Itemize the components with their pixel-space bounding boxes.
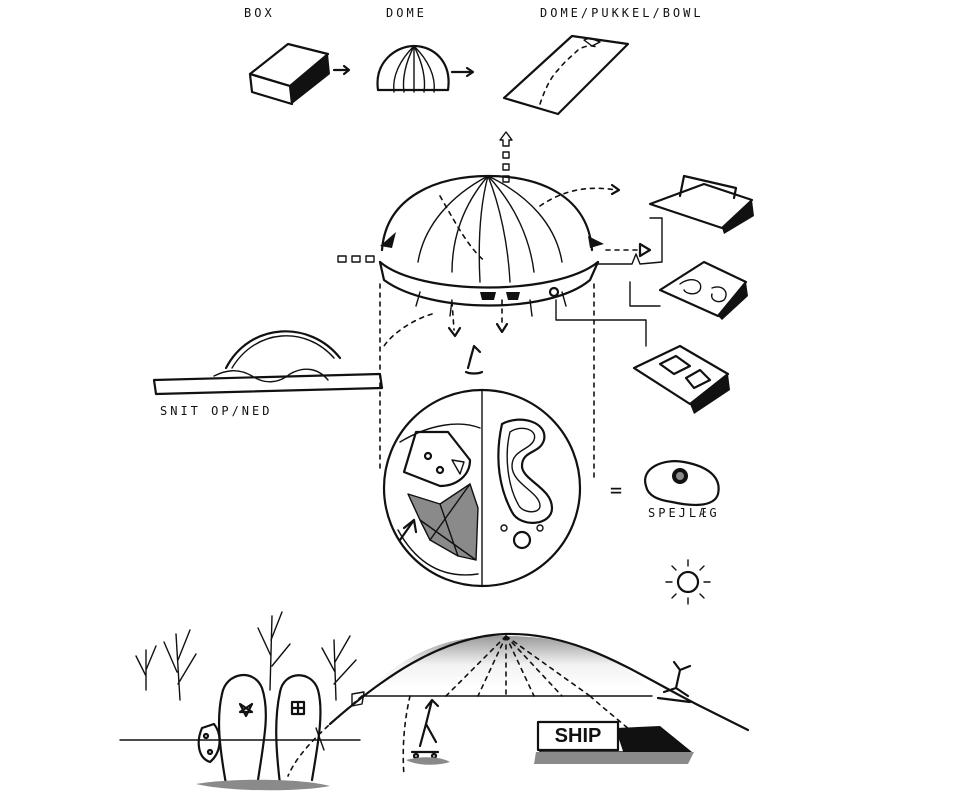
hill-scene [287, 632, 750, 777]
connector-line-mid [629, 281, 661, 307]
ship-sign: SHIP [536, 720, 620, 752]
up-arrow-icon [499, 131, 513, 183]
ledge-module [632, 344, 730, 414]
skater-figure-small [464, 344, 484, 375]
section-drawing [152, 330, 384, 396]
equals-sign: = [610, 478, 623, 502]
people-group [196, 673, 365, 791]
skater-figure-slope [656, 660, 692, 704]
connector-line-top [595, 217, 663, 265]
sign-text: SHIP [555, 725, 602, 747]
label-dome: DOME [386, 6, 427, 20]
label-dome-hill-bowl: DOME/PUKKEL/BOWL [540, 6, 704, 20]
bowl-module [658, 260, 748, 320]
central-dome [337, 174, 652, 347]
sun-icon [665, 559, 711, 605]
connector-line-bottom [555, 299, 647, 347]
label-section: SNIT OP/NED [160, 404, 273, 418]
dome-sketch [376, 44, 475, 93]
rail-module [648, 174, 754, 234]
plan-circle [382, 388, 582, 588]
hill-bowl-sketch [502, 34, 630, 116]
skater-figure-path [406, 698, 450, 765]
box-sketch [248, 42, 351, 106]
fried-egg-icon [643, 460, 720, 507]
label-box: BOX [244, 6, 275, 20]
label-fried-egg: SPEJLÆG [648, 506, 720, 520]
